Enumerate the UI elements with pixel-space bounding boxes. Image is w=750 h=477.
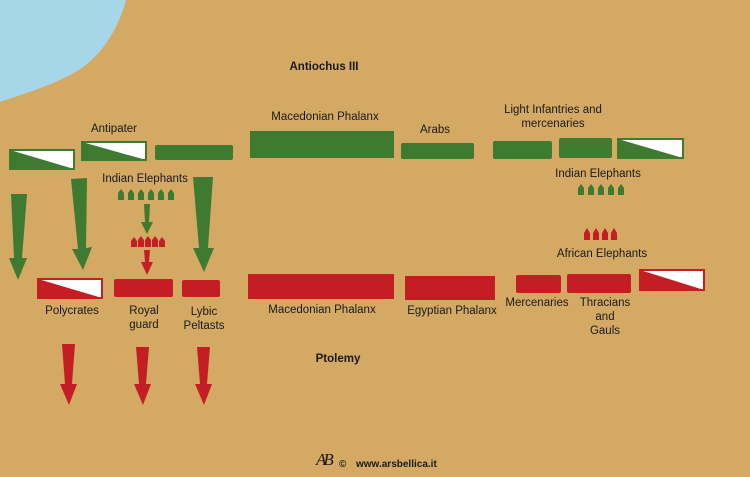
ptolemaic-attack-arrow-2	[134, 347, 151, 405]
ptolemaic-african-elephants	[584, 228, 617, 240]
label-indian-elephants-right: Indian Elephants	[555, 168, 641, 180]
ptolemaic-cavalry-polycrates	[37, 278, 103, 299]
seleucid-attack-arrow-2	[71, 178, 92, 270]
ptolemaic-macedonian-phalanx	[248, 274, 394, 299]
seleucid-attack-arrow-3	[193, 177, 214, 272]
label-antiochus: Antiochus III	[289, 61, 359, 73]
ptolemaic-royal-guard	[114, 279, 173, 297]
seleucid-indian-elephants-left	[118, 189, 174, 200]
seleucid-unit-guard	[155, 145, 233, 160]
seleucid-cavalry-antipater	[81, 141, 147, 161]
label-thracians-gauls: Thracians and Gauls	[579, 297, 631, 337]
copyright-symbol: ©	[339, 459, 347, 470]
label-lybic-peltasts: Lybic Peltasts	[183, 306, 225, 332]
label-antipater: Antipater	[90, 123, 138, 135]
seleucid-elephant-arrow-left	[141, 204, 153, 234]
label-light-infantries: Light Infantries and mercenaries	[504, 104, 602, 130]
ptolemaic-mercenaries	[516, 275, 561, 293]
ptolemaic-elephants-left	[131, 236, 165, 247]
ptolemaic-thracians-gauls	[567, 274, 631, 293]
label-african-elephants: African Elephants	[556, 248, 648, 260]
label-polycrates: Polycrates	[45, 305, 99, 317]
ptolemaic-elephant-arrow	[141, 250, 153, 275]
seleucid-attack-arrow-1	[9, 194, 27, 280]
sea-area	[0, 0, 126, 102]
seleucid-light-infantry-2	[559, 138, 612, 158]
label-arabs: Arabs	[419, 124, 451, 136]
seleucid-macedonian-phalanx	[250, 131, 394, 158]
seleucid-arabs	[401, 143, 474, 159]
ptolemaic-egyptian-phalanx	[405, 276, 495, 300]
label-ptolemaic-macedonian-phalanx: Macedonian Phalanx	[268, 304, 376, 316]
label-ptolemy: Ptolemy	[315, 353, 361, 365]
arsbellica-logo-icon: AB	[316, 450, 334, 469]
label-egyptian-phalanx: Egyptian Phalanx	[407, 305, 497, 317]
ptolemaic-lybic-peltasts	[182, 280, 220, 297]
credit-site: www.arsbellica.it	[356, 459, 437, 470]
seleucid-cavalry-right	[617, 138, 684, 159]
label-seleucid-macedonian-phalanx: Macedonian Phalanx	[271, 111, 379, 123]
ptolemaic-cavalry-right	[639, 269, 705, 291]
ptolemaic-attack-arrow-1	[60, 344, 77, 405]
label-mercenaries: Mercenaries	[505, 297, 569, 309]
label-indian-elephants-left: Indian Elephants	[102, 173, 188, 185]
seleucid-indian-elephants-right	[578, 184, 624, 195]
seleucid-light-infantry-1	[493, 141, 552, 159]
label-royal-guard: Royal guard	[129, 305, 159, 331]
ptolemaic-attack-arrow-3	[195, 347, 212, 405]
seleucid-cavalry-left	[9, 149, 75, 170]
